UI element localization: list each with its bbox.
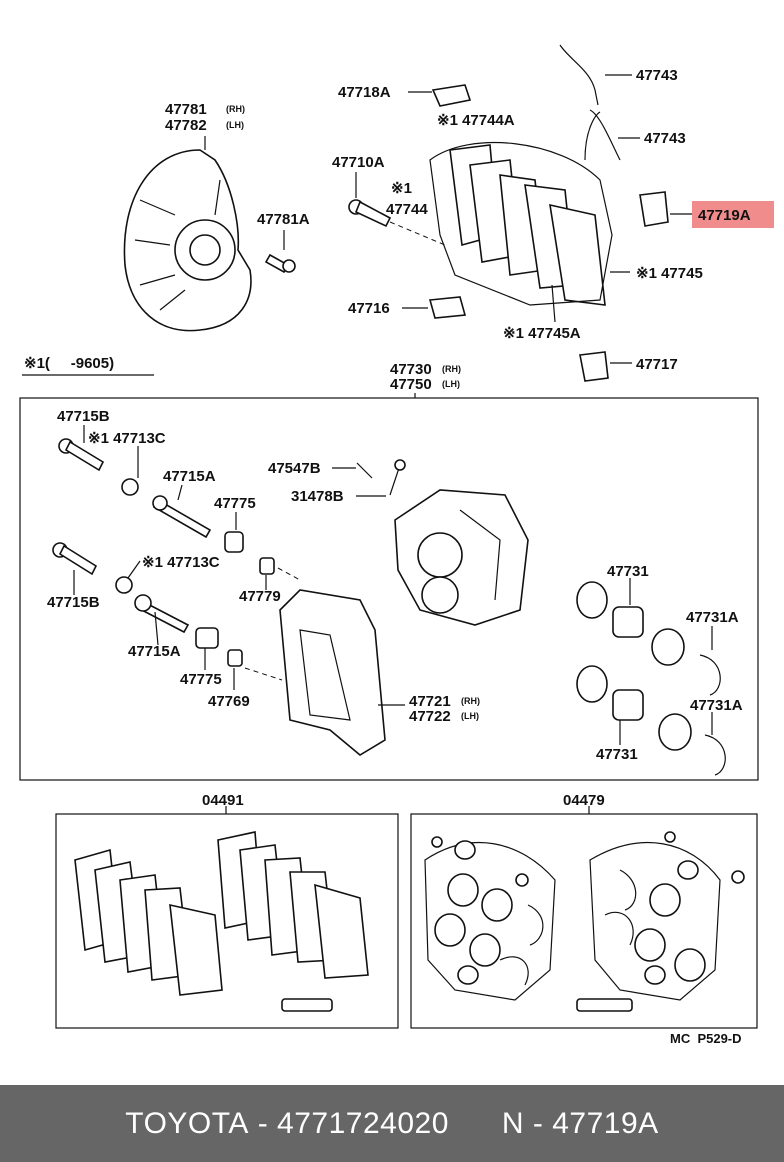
label-47715B-1: 47715B xyxy=(57,408,110,425)
label-47715A-1: 47715A xyxy=(163,468,216,485)
label-47715A-2: 47715A xyxy=(128,643,181,660)
label-47731A-1: 47731A xyxy=(686,609,739,626)
label-47743-a: 47743 xyxy=(636,67,678,84)
pad-kit-frame xyxy=(55,813,399,1029)
label-47745: ※1 47745 xyxy=(636,265,703,282)
parts-diagram: 47743 47743 47718A ※1 47744A 47781 (RH) … xyxy=(19,44,774,1046)
label-47779: 47779 xyxy=(239,588,281,605)
label-47730: 47730 xyxy=(390,361,432,378)
label-s1: ※1 xyxy=(391,180,412,197)
label-rh-2: (RH) xyxy=(442,364,461,374)
part-footer: TOYOTA - 4771724020 N - 47719A xyxy=(0,1085,784,1162)
note-9605: ※1( -9605) xyxy=(24,355,114,372)
label-rh-1: (RH) xyxy=(226,104,245,114)
label-47769: 47769 xyxy=(208,693,250,710)
highlight-47719A xyxy=(692,201,774,228)
bolt-47781A-drawing xyxy=(264,253,296,274)
label-rh-3: (RH) xyxy=(461,696,480,706)
label-47710A: 47710A xyxy=(332,154,385,171)
bolts-sliders-drawing xyxy=(52,438,406,667)
label-47719A: 47719A xyxy=(698,207,751,224)
label-47722: 47722 xyxy=(409,708,451,725)
label-47713C-1: ※1 47713C xyxy=(88,430,166,447)
footer-ref: N - 47719A xyxy=(501,1106,659,1140)
label-47731-1: 47731 xyxy=(607,563,649,580)
footer-sep-1: - xyxy=(248,1106,278,1140)
label-47744A: ※1 47744A xyxy=(437,112,515,129)
pad-kit-drawing xyxy=(74,831,369,1012)
label-47775-2: 47775 xyxy=(180,671,222,688)
label-47721: 47721 xyxy=(409,693,451,710)
label-47743-b: 47743 xyxy=(644,130,686,147)
footer-brand: TOYOTA xyxy=(125,1106,249,1140)
diagram-code: MC P529-D xyxy=(670,1031,742,1046)
caliper-drawing xyxy=(244,489,529,756)
label-47716: 47716 xyxy=(348,300,390,317)
label-lh-3: (LH) xyxy=(461,711,479,721)
label-47713C-2: ※1 47713C xyxy=(142,554,220,571)
footer-part-number: 4771724020 xyxy=(277,1106,449,1140)
label-47717: 47717 xyxy=(636,356,678,373)
leaders-middle xyxy=(73,425,713,745)
label-47744: 47744 xyxy=(386,201,428,218)
label-lh-1: (LH) xyxy=(226,120,244,130)
label-47775-1: 47775 xyxy=(214,495,256,512)
label-47781A: 47781A xyxy=(257,211,310,228)
label-47547B: 47547B xyxy=(268,460,321,477)
clips-top-drawing xyxy=(428,44,669,382)
pads-drawing xyxy=(429,141,613,306)
bolt-47710A-drawing xyxy=(348,199,446,246)
label-31478B: 31478B xyxy=(291,488,344,505)
label-47781: 47781 xyxy=(165,101,207,118)
seal-kit-drawing xyxy=(424,831,745,1012)
footer-gap xyxy=(449,1107,502,1141)
caliper-assembly-frame xyxy=(19,397,759,781)
label-47731-2: 47731 xyxy=(596,746,638,763)
label-lh-2: (LH) xyxy=(442,379,460,389)
pistons-drawing xyxy=(576,581,726,776)
label-04479: 04479 xyxy=(563,792,605,809)
dust-shield-drawing xyxy=(123,149,252,332)
label-47745A: ※1 47745A xyxy=(503,325,581,342)
label-47750: 47750 xyxy=(390,376,432,393)
leaders-top xyxy=(204,74,694,398)
seal-kit-frame xyxy=(410,813,758,1029)
label-47715B-2: 47715B xyxy=(47,594,100,611)
label-47731A-2: 47731A xyxy=(690,697,743,714)
label-47718A: 47718A xyxy=(338,84,391,101)
label-04491: 04491 xyxy=(202,792,244,809)
label-47782: 47782 xyxy=(165,117,207,134)
